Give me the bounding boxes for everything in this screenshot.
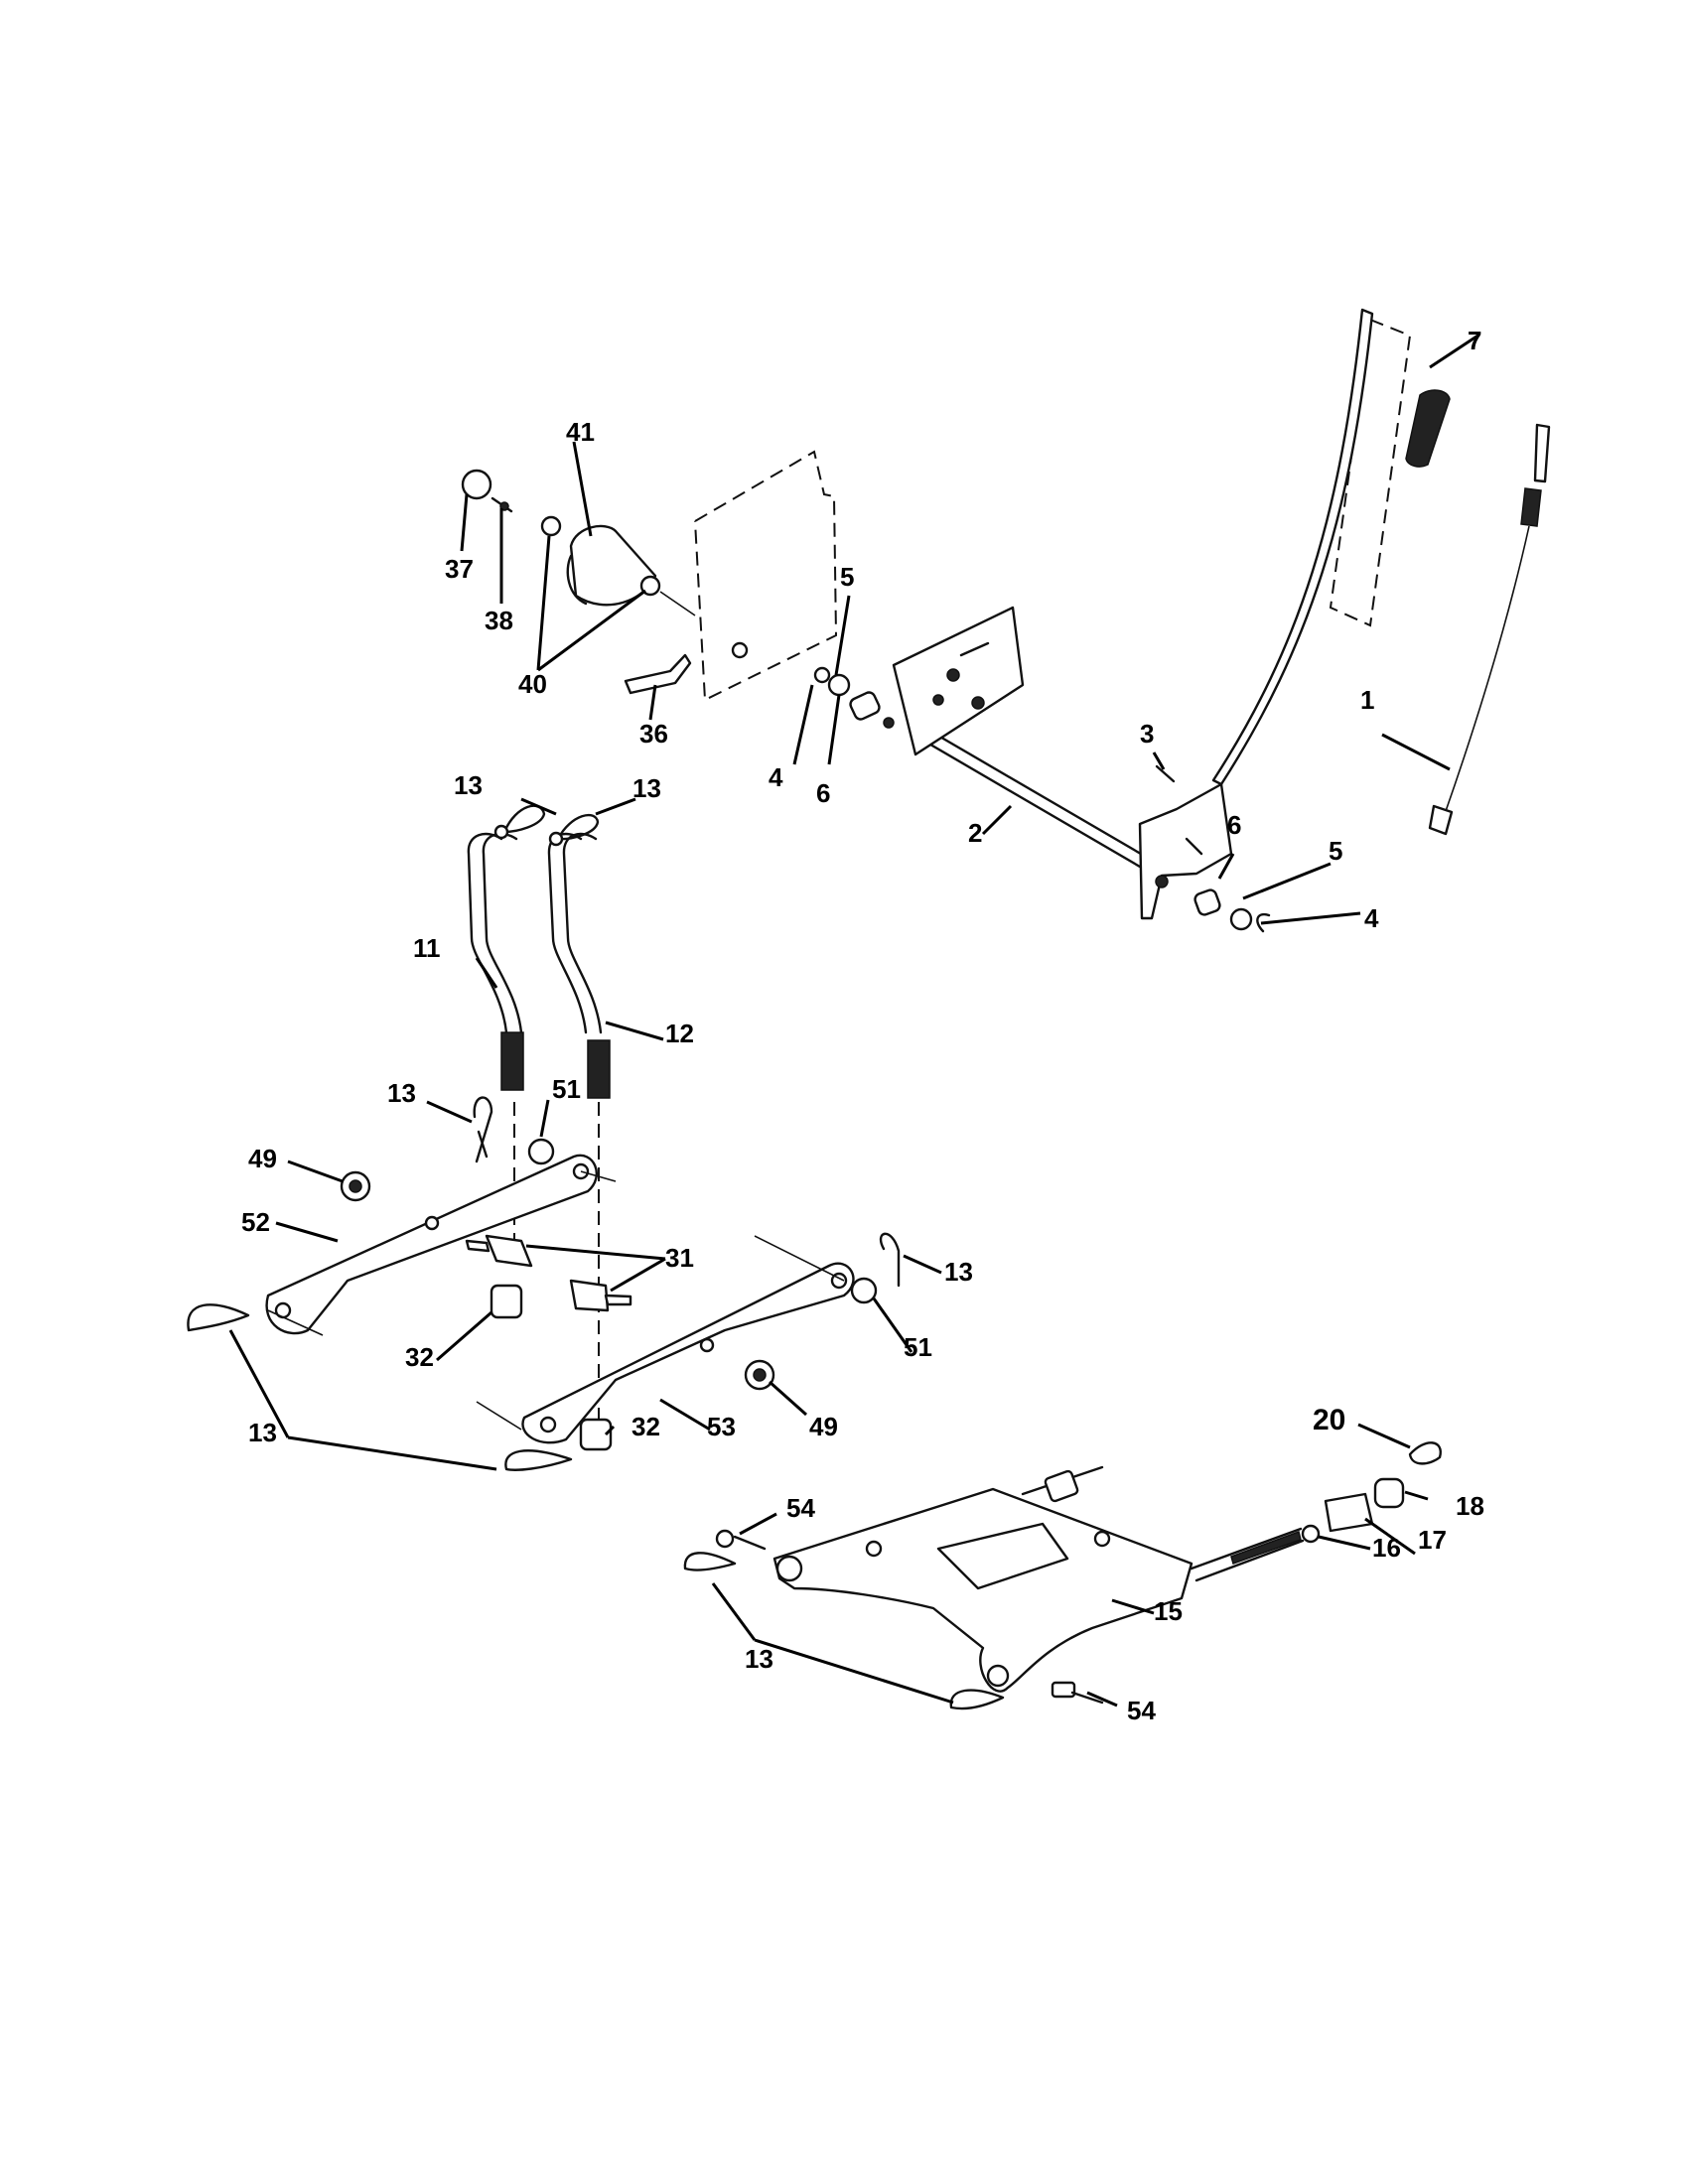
part-label-51-b: 51 (904, 1332, 932, 1362)
part-label-4-right: 4 (1364, 903, 1379, 933)
part-label-32-a: 32 (405, 1342, 434, 1372)
shoulder-bolt-upper (715, 1529, 767, 1551)
part-label-20: 20 (1313, 1404, 1345, 1436)
part-label-31: 31 (665, 1243, 694, 1273)
part-label-15: 15 (1154, 1596, 1183, 1626)
part-label-40: 40 (518, 669, 547, 699)
part-label-2: 2 (968, 818, 982, 848)
part-label-49-a: 49 (248, 1144, 277, 1173)
lever-handle-phantom (1329, 319, 1412, 627)
part-label-5-left: 5 (840, 562, 854, 592)
part-label-52: 52 (241, 1207, 270, 1237)
lift-arm-left (265, 1154, 599, 1335)
hairpin-cotter-lower-2 (949, 1689, 1005, 1710)
shaft-hardware-left (731, 641, 895, 729)
part-label-17: 17 (1418, 1525, 1447, 1555)
part-label-38: 38 (485, 606, 513, 635)
hairpin-cotter-left-arm (187, 1303, 250, 1332)
axis-left (267, 1170, 617, 1336)
part-label-54-a: 54 (786, 1493, 815, 1523)
front-hanger (772, 1487, 1193, 1693)
part-label-54-b: 54 (1127, 1696, 1156, 1725)
knob-assembly (461, 469, 696, 616)
shaft-hardware-right (1155, 875, 1271, 933)
hairpin-cotter (473, 1096, 493, 1163)
part-label-6-right: 6 (1227, 810, 1241, 840)
spring-clip (624, 653, 692, 695)
axis-right (476, 1235, 845, 1431)
part-label-12: 12 (665, 1019, 694, 1048)
part-label-37: 37 (445, 554, 474, 584)
part-label-11: 11 (413, 933, 441, 963)
trunnion-left (465, 1234, 533, 1268)
lift-lever (1138, 308, 1374, 920)
trunnion-right (569, 1279, 632, 1312)
part-label-18: 18 (1456, 1491, 1484, 1521)
part-label-13-e: 13 (248, 1418, 277, 1447)
part-label-4-left: 4 (769, 762, 783, 792)
lift-shaft (892, 606, 1160, 876)
part-label-13-b: 13 (632, 773, 661, 803)
leader-lines (228, 333, 1480, 1707)
nut-32-right (579, 1418, 613, 1451)
front-adjuster-rod (1021, 1465, 1305, 1582)
shoulder-bolt-lower (1051, 1681, 1104, 1705)
part-label-13-c: 13 (387, 1078, 416, 1108)
part-label-41: 41 (566, 417, 595, 447)
lever-grip (1405, 389, 1451, 468)
roll-pin (1155, 764, 1176, 783)
part-label-13-f: 13 (745, 1644, 773, 1674)
lift-link-right (547, 832, 611, 1099)
part-label-13-a: 13 (454, 770, 483, 800)
rod-hardware (1301, 1441, 1442, 1544)
lift-arm-right (521, 1262, 855, 1444)
part-label-13-d: 13 (944, 1257, 973, 1287)
part-label-3: 3 (1140, 719, 1154, 749)
part-label-32-b: 32 (632, 1412, 660, 1441)
hairpin-cotter-lower (504, 1449, 573, 1471)
part-label-5-right: 5 (1329, 836, 1342, 866)
part-label-6-left: 6 (816, 778, 830, 808)
nut-32-left (490, 1284, 523, 1319)
part-label-7: 7 (1468, 326, 1481, 355)
cable-assembly (1428, 423, 1551, 836)
hairpin-cotters-top (493, 804, 600, 847)
part-labels: 1 2 3 4 4 5 5 6 6 7 11 12 13 13 13 13 13… (241, 326, 1484, 1725)
mounting-plate-phantom (694, 450, 838, 702)
part-label-1: 1 (1360, 685, 1374, 715)
lift-link-left (467, 832, 524, 1091)
hairpin-cotter-right-arm (879, 1232, 901, 1288)
part-label-51-a: 51 (552, 1074, 581, 1104)
part-label-49-b: 49 (809, 1412, 838, 1441)
part-label-16: 16 (1372, 1533, 1401, 1563)
washer-51-left (527, 1138, 555, 1165)
hairpin-cotter-lower-1 (683, 1552, 737, 1571)
washer-51-right (850, 1277, 878, 1304)
part-label-36: 36 (639, 719, 668, 749)
part-label-53: 53 (707, 1412, 736, 1441)
